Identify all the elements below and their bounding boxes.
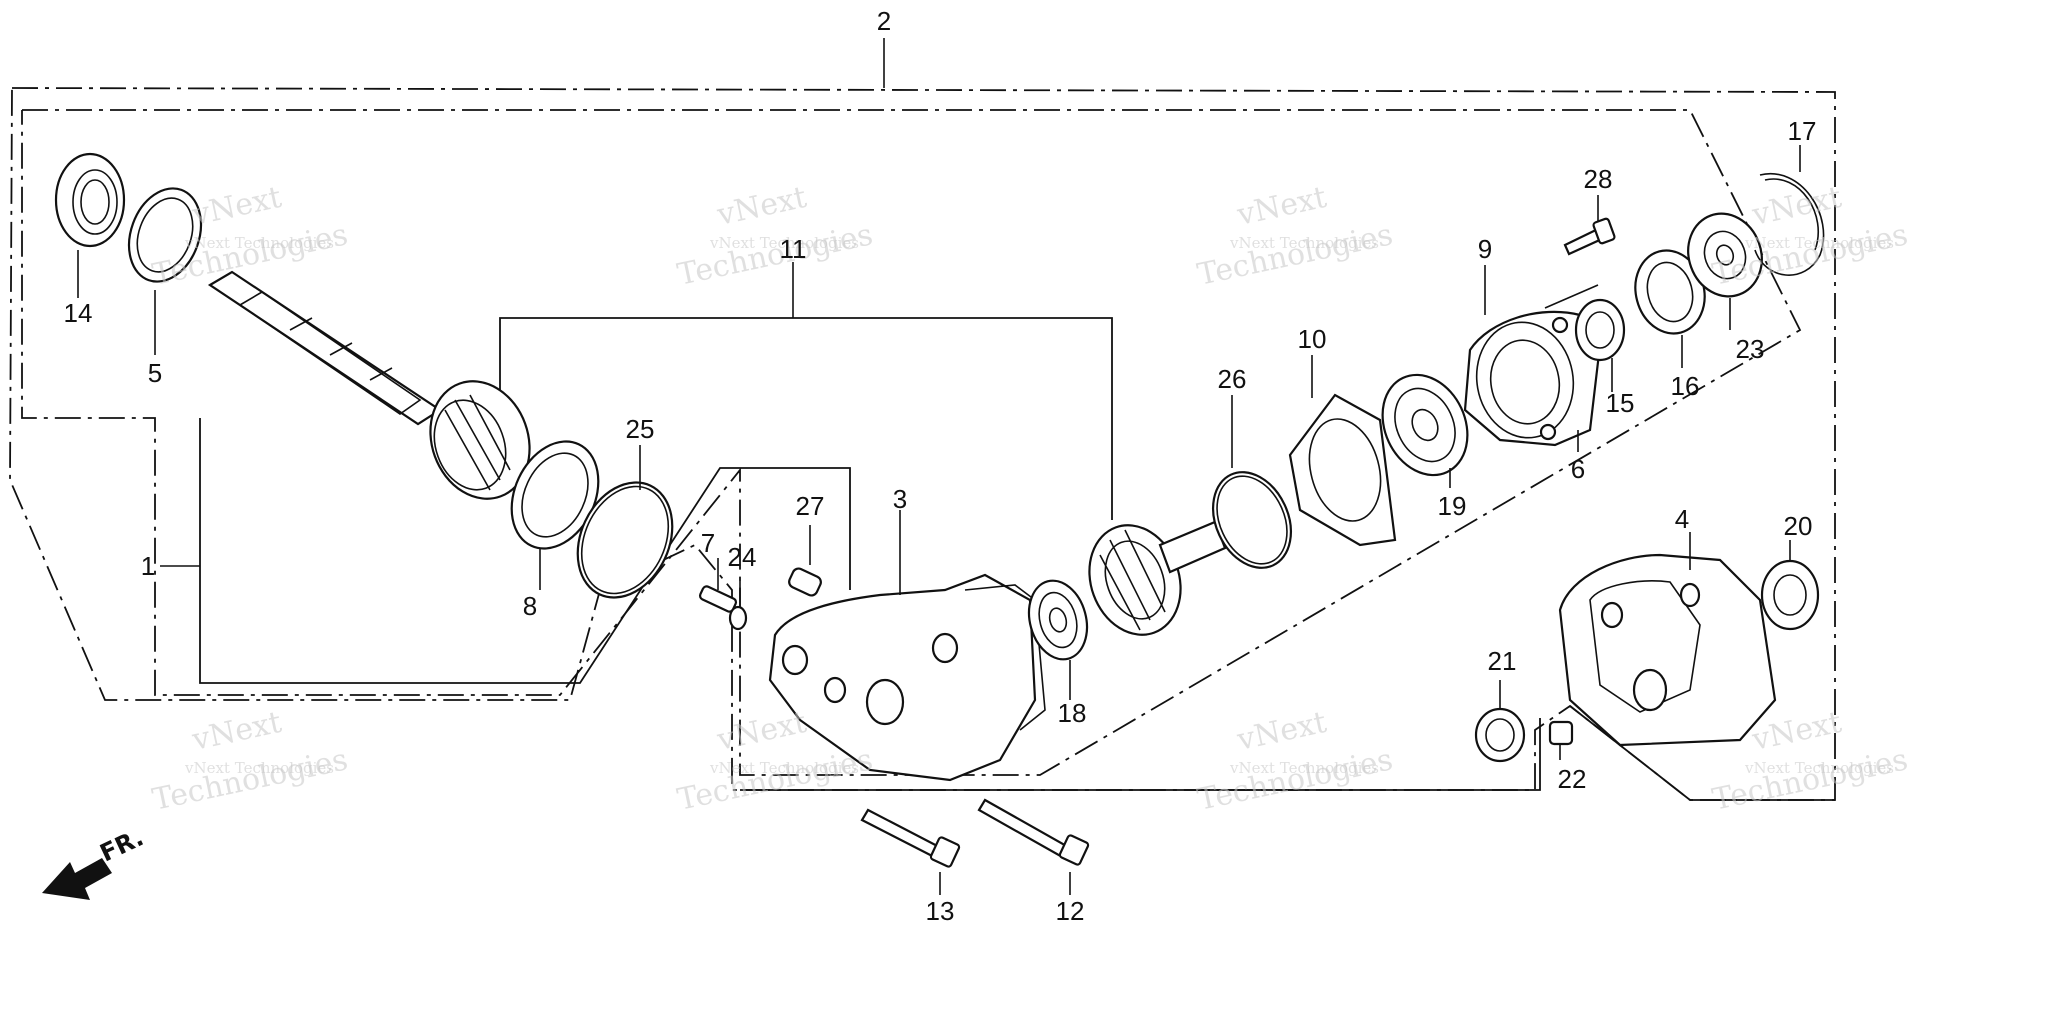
watermark-brand: vNext: [713, 705, 809, 758]
watermark-word: Technologies: [674, 217, 875, 293]
part-13-bolt: [860, 808, 961, 895]
part-24-washer: [728, 580, 748, 631]
part-output-shaft: [207, 270, 443, 426]
watermark-word: Technologies: [1194, 217, 1395, 293]
callout-labels: 2 14 5 1 8 25 11 27 7 24 3 18 26 10 19 9…: [64, 6, 1817, 926]
callout-2: 2: [877, 6, 891, 36]
front-direction-indicator: FR.: [42, 823, 148, 900]
callout-3: 3: [893, 484, 907, 514]
part-20-oil-seal: [1760, 540, 1820, 631]
callout-28: 28: [1584, 164, 1613, 194]
part-14-splined-ring: [54, 152, 126, 298]
part-pinion-gear: [429, 380, 531, 500]
callout-20: 20: [1784, 511, 1813, 541]
callout-21: 21: [1488, 646, 1517, 676]
watermark-company: vNext Technologies: [709, 759, 859, 777]
callout-16: 16: [1671, 371, 1700, 401]
part-23-oil-seal: [1687, 212, 1763, 330]
callout-4: 4: [1675, 504, 1689, 534]
part-18-bearing: [1027, 579, 1089, 700]
right-components: [1463, 145, 1825, 763]
bracket-housing: [740, 718, 1541, 791]
callout-14: 14: [64, 298, 93, 328]
watermark-company: vNext Technologies: [1744, 759, 1894, 777]
callout-10: 10: [1298, 324, 1327, 354]
part-28-bolt: [1563, 195, 1616, 256]
callout-6: 6: [1571, 454, 1585, 484]
part-10-gasket: [1288, 355, 1397, 547]
watermark-brand: vNext: [1748, 180, 1844, 233]
bracket-item-11: [499, 317, 1113, 520]
callout-12: 12: [1056, 896, 1085, 926]
part-17-circlip: [1754, 145, 1825, 276]
callout-19: 19: [1438, 491, 1467, 521]
watermark-word: Technologies: [1709, 742, 1910, 818]
callout-27: 27: [796, 491, 825, 521]
watermark-company: vNext Technologies: [709, 234, 859, 252]
assembly-boundary-inner: [21, 109, 1802, 776]
callout-7: 7: [701, 528, 715, 558]
watermark-word: Technologies: [1194, 742, 1395, 818]
part-bevel-gear: [1088, 520, 1227, 636]
left-components: [54, 152, 674, 599]
part-26-o-ring: [1212, 395, 1292, 569]
callout-13: 13: [926, 896, 955, 926]
callout-24: 24: [728, 542, 757, 572]
assembly-outlines: [9, 38, 1836, 801]
watermark-company: vNext Technologies: [1744, 234, 1894, 252]
callout-22: 22: [1558, 764, 1587, 794]
callout-26: 26: [1218, 364, 1247, 394]
callout-11: 11: [780, 234, 807, 264]
front-direction-label: FR.: [96, 823, 148, 867]
callout-8: 8: [523, 591, 537, 621]
watermark-company: vNext Technologies: [1229, 234, 1379, 252]
watermark-company: vNext Technologies: [184, 759, 334, 777]
callout-17: 17: [1788, 116, 1817, 146]
part-27-dowel-pin: [788, 525, 822, 597]
watermark-brand: vNext: [713, 180, 809, 233]
part-19-bearing: [1381, 373, 1469, 488]
part-7-stud: [698, 558, 738, 613]
watermark-word: Technologies: [674, 742, 875, 818]
part-4-side-cover: [1558, 532, 1777, 747]
callout-15: 15: [1606, 388, 1635, 418]
watermark-brand: vNext: [188, 180, 284, 233]
part-8-washer: [510, 440, 600, 590]
part-5-washer: [127, 187, 203, 355]
front-arrow-icon: [42, 858, 112, 900]
callout-18: 18: [1058, 698, 1087, 728]
watermark-brand: vNext: [188, 705, 284, 758]
lower-bolts: [860, 798, 1090, 895]
callout-23: 23: [1736, 334, 1765, 364]
part-21-seal: [1474, 680, 1526, 763]
watermark-company: vNext Technologies: [184, 234, 334, 252]
callout-5: 5: [148, 358, 162, 388]
watermark-brand: vNext: [1233, 705, 1329, 758]
watermark-word: Technologies: [149, 742, 350, 818]
callout-9: 9: [1478, 234, 1492, 264]
part-15-spline-collar: [1574, 298, 1626, 392]
callout-25: 25: [626, 414, 655, 444]
watermark-company: vNext Technologies: [1229, 759, 1379, 777]
part-12-bolt: [977, 798, 1090, 895]
center-components: [698, 355, 1469, 782]
callout-1: 1: [141, 551, 155, 581]
part-22-plug: [1548, 720, 1574, 760]
part-25-o-ring: [576, 445, 674, 599]
part-3-gear-case: [768, 510, 1046, 782]
part-9-bearing-holder: [1463, 265, 1602, 452]
watermark-brand: vNext: [1233, 180, 1329, 233]
assembly-boundary-outer: [9, 87, 1836, 801]
